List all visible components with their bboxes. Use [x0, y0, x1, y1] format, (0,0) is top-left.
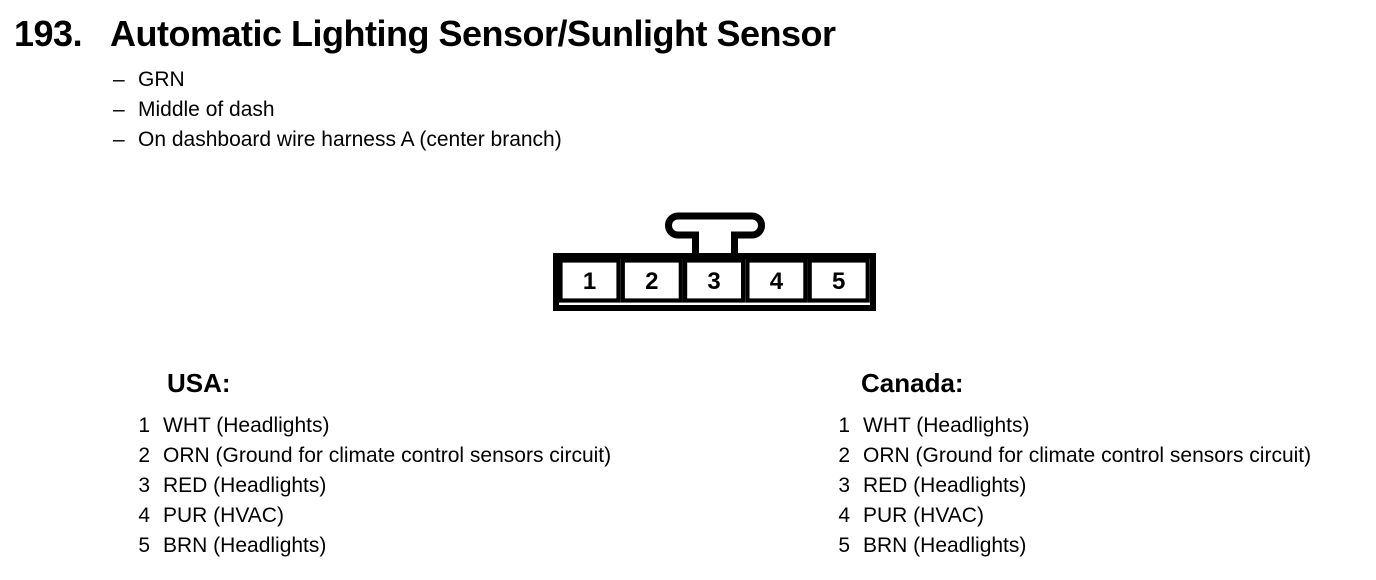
dash-marker: – — [113, 68, 125, 91]
pin-row: 2 ORN (Ground for climate control sensor… — [138, 441, 611, 471]
pin-number: 2 — [838, 444, 850, 467]
pin-number: 4 — [138, 504, 150, 527]
pin-number: 5 — [838, 534, 850, 557]
pin-row: 2 ORN (Ground for climate control sensor… — [838, 441, 1311, 471]
pin-cell-number-3: 3 — [707, 268, 720, 295]
pin-cell-number-5: 5 — [832, 268, 845, 295]
pin-label: ORN (Ground for climate control sensors … — [863, 444, 1312, 467]
note-item: – On dashboard wire harness A (center br… — [113, 125, 562, 155]
connector-latch-tab — [665, 212, 765, 258]
pin-number: 3 — [138, 474, 150, 497]
note-item: – GRN — [113, 65, 562, 95]
pin-number: 4 — [838, 504, 850, 527]
pin-cell-4 — [745, 258, 808, 303]
note-text: GRN — [138, 68, 185, 91]
dash-marker: – — [113, 98, 125, 121]
connector-diagram: 1 2 3 4 5 — [540, 200, 890, 318]
pin-cell-1 — [558, 258, 621, 303]
pin-number: 2 — [138, 444, 150, 467]
pin-label: ORN (Ground for climate control sensors … — [163, 444, 612, 467]
notes-list: – GRN – Middle of dash – On dashboard wi… — [113, 65, 562, 155]
pin-cell-3 — [683, 258, 746, 303]
usa-pin-list: 1 WHT (Headlights) 2 ORN (Ground for cli… — [138, 411, 611, 561]
pin-row: 5 BRN (Headlights) — [138, 531, 611, 561]
pin-cell-number-2: 2 — [645, 268, 658, 295]
note-text: Middle of dash — [138, 98, 275, 121]
canada-pin-list: 1 WHT (Headlights) 2 ORN (Ground for cli… — [838, 411, 1311, 561]
pin-row: 1 WHT (Headlights) — [838, 411, 1311, 441]
pin-label: PUR (HVAC) — [863, 504, 984, 527]
pin-label: RED (Headlights) — [163, 474, 327, 497]
pin-row: 4 PUR (HVAC) — [138, 501, 611, 531]
pin-row: 5 BRN (Headlights) — [838, 531, 1311, 561]
pin-label: BRN (Headlights) — [163, 534, 327, 557]
pin-label: RED (Headlights) — [863, 474, 1027, 497]
pin-cell-2 — [620, 258, 683, 303]
pin-row: 4 PUR (HVAC) — [838, 501, 1311, 531]
pin-number: 5 — [138, 534, 150, 557]
canada-heading: Canada: — [861, 368, 964, 398]
page-heading: 193. Automatic Lighting Sensor/Sunlight … — [14, 12, 836, 56]
pin-label: PUR (HVAC) — [163, 504, 284, 527]
pin-cell-number-4: 4 — [770, 268, 784, 295]
pin-label: WHT (Headlights) — [163, 414, 330, 437]
pin-number: 1 — [838, 414, 850, 437]
pin-cell-number-1: 1 — [583, 268, 596, 295]
pin-label: BRN (Headlights) — [863, 534, 1027, 557]
pin-label: WHT (Headlights) — [863, 414, 1030, 437]
page-title: Automatic Lighting Sensor/Sunlight Senso… — [110, 13, 836, 54]
note-item: – Middle of dash — [113, 95, 562, 125]
item-number: 193. — [14, 13, 83, 54]
connector-svg: 1 2 3 4 5 — [553, 212, 876, 311]
pin-row: 3 RED (Headlights) — [838, 471, 1311, 501]
note-text: On dashboard wire harness A (center bran… — [138, 128, 562, 151]
pin-cell-5 — [807, 258, 870, 303]
pin-number: 1 — [138, 414, 150, 437]
pin-number: 3 — [838, 474, 850, 497]
pin-row: 3 RED (Headlights) — [138, 471, 611, 501]
usa-heading: USA: — [167, 368, 231, 398]
pin-row: 1 WHT (Headlights) — [138, 411, 611, 441]
dash-marker: – — [113, 128, 125, 151]
